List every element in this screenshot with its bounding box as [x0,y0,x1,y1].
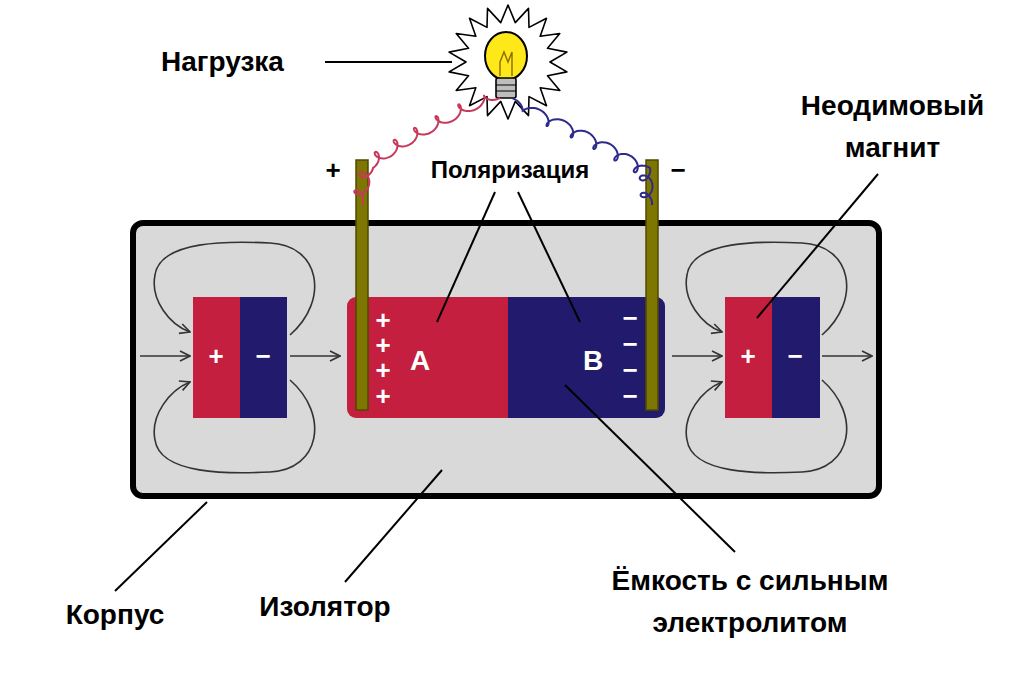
insulator-label: Изолятор [225,586,425,628]
field-line [140,355,190,357]
housing [133,223,879,496]
polarity-sign: − [255,345,270,368]
polarity-sign: − [622,385,637,408]
label-box: Корпус [35,594,195,636]
leader-line [437,192,495,322]
magnet: +− [193,297,287,418]
polarity-sign: − [622,307,637,330]
polarity-sign: − [622,333,637,356]
bulb-thread [496,85,516,91]
leader-line [518,192,580,322]
polarity-sign: + [375,334,390,357]
container-label: Ёмкость с сильным электролитом [540,560,960,644]
polarity-sign: + [375,309,390,332]
field-lines [140,242,872,473]
polarity-sign: − [622,359,637,382]
leader-line [757,174,878,318]
housing-label: Корпус [35,594,195,636]
label-box: Ёмкость с сильным электролитом [540,560,960,644]
electrolyte-half-b: B− − − − [508,297,665,418]
leader-line [325,61,452,63]
magnet-label: Неодимовый магнит [765,85,1020,169]
load-label: Нагрузка [125,41,320,83]
leader-line [115,502,207,591]
polarity-sign: + [740,345,755,368]
leader-line [345,470,442,582]
terminal-sign: − [663,149,693,191]
polarity-sign: − [787,345,802,368]
bulb-glass [485,32,527,80]
leader-lines [115,174,878,591]
wire-positive [354,96,500,205]
bulb-base [496,78,516,98]
label-box: Нагрузка [125,41,320,83]
electrode [646,160,658,410]
terminal-sign: + [318,149,348,191]
wire-negative [512,98,653,205]
electrolyte-half-a: ++++A [347,297,508,418]
light-burst [449,5,567,119]
bulb-filament [500,52,512,76]
magnet: +− [725,297,820,418]
polarity-sign: + [208,345,223,368]
polarity-sign: + [375,359,390,382]
part-letter: B [583,348,603,373]
label-box: Поляризация [395,149,625,191]
label-box: − [663,149,693,191]
field-line [822,355,872,357]
polarity-sign: + [375,385,390,408]
field-line [672,355,722,357]
label-box: Неодимовый магнит [765,85,1020,169]
leader-line [565,385,735,552]
label-box: Изолятор [225,586,425,628]
label-box: + [318,149,348,191]
part-letter: A [410,348,430,373]
polarization-label: Поляризация [395,149,625,191]
field-line [290,355,340,357]
